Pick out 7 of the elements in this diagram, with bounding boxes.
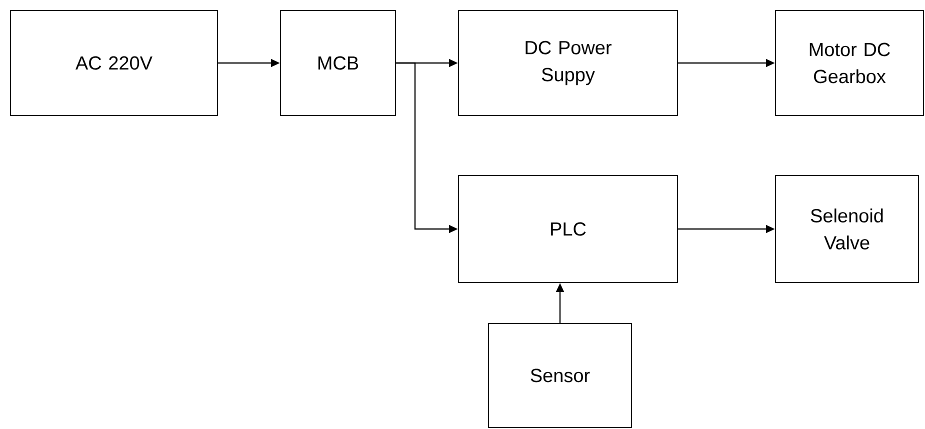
block-box: MCB [280,10,396,116]
block-box: Selenoid Valve [775,175,920,283]
block-box: AC 220V [10,10,218,116]
block-box: DC Power Suppy [458,10,678,116]
block-box: Motor DC Gearbox [775,10,924,116]
block-box: PLC [458,175,678,283]
block-box: Sensor [488,323,632,428]
